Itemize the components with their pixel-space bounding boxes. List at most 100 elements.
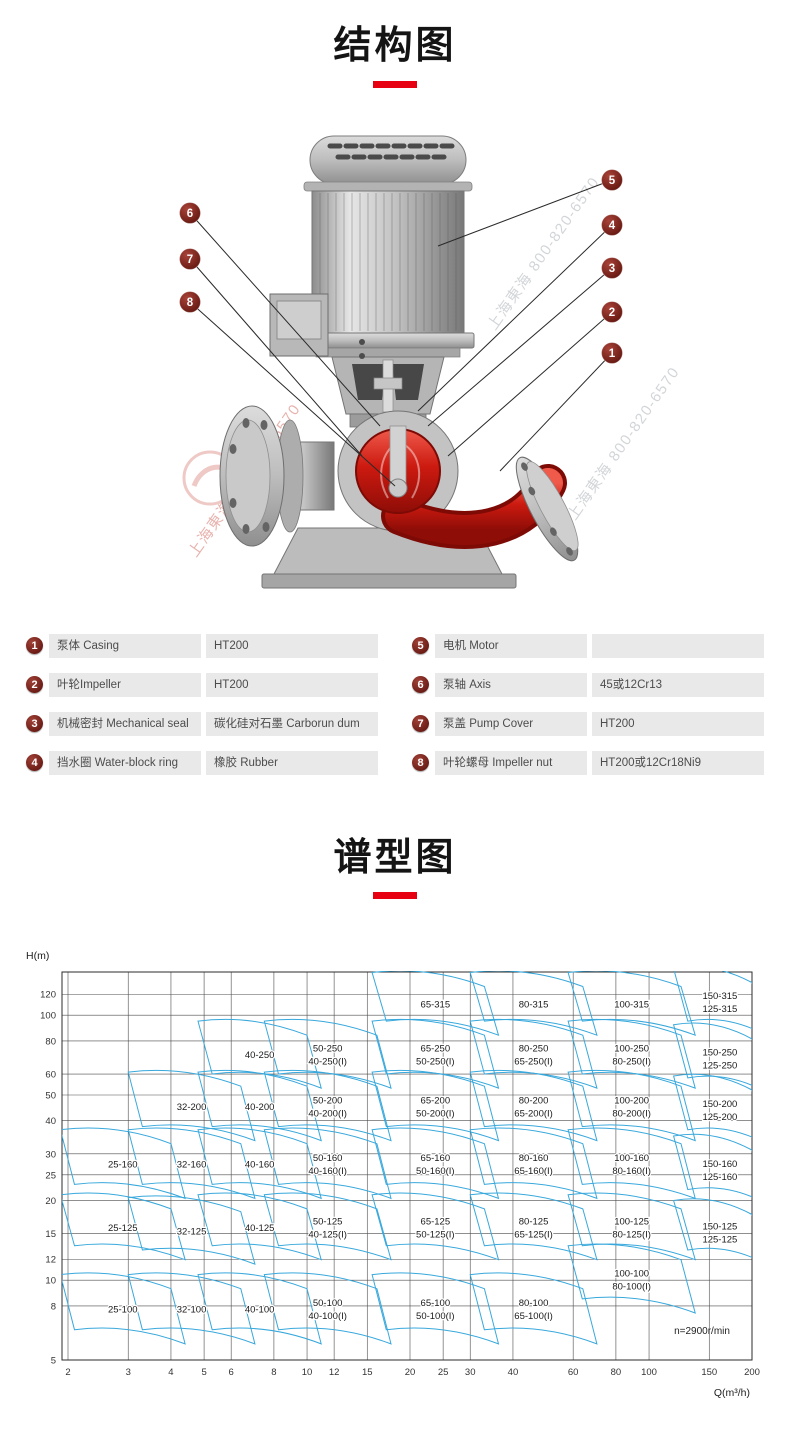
callout-number: 5 — [609, 175, 616, 187]
region-label: 32-125 — [177, 1227, 207, 1238]
callout-line — [427, 267, 613, 426]
structure-title: 结构图 — [333, 25, 457, 67]
region-label: 150-200 — [702, 1099, 737, 1110]
x-tick-label: 150 — [701, 1367, 717, 1378]
flange-bolt-holes — [229, 417, 270, 534]
part-label: 泵体 Casing — [49, 633, 201, 658]
region-outline — [672, 1134, 752, 1198]
x-tick-label: 100 — [641, 1367, 657, 1378]
pump-illustration: 上海東海 800-820-6570 上海東海 800-820-6570 上海東海… — [179, 135, 683, 589]
region-label: 80-200(I) — [612, 1109, 651, 1120]
x-tick-label: 60 — [568, 1367, 579, 1378]
region-label: 80-160 — [519, 1153, 549, 1164]
callout-circle — [179, 290, 201, 313]
part-number-badge: 1 — [26, 637, 43, 655]
part-number-badge: 7 — [412, 715, 429, 733]
region-label: 80-100 — [519, 1298, 549, 1309]
region-label: 50-200 — [313, 1096, 343, 1107]
y-tick-label: 30 — [45, 1149, 56, 1160]
region-label: 80-100(I) — [612, 1282, 651, 1293]
y-tick-label: 10 — [45, 1276, 56, 1287]
region-outline — [263, 1192, 392, 1261]
part-label: 泵盖 Pump Cover — [435, 711, 587, 736]
x-tick-label: 3 — [126, 1367, 131, 1378]
region-label: 125-125 — [702, 1234, 737, 1245]
y-tick-label: 20 — [45, 1196, 56, 1207]
x-tick-label: 200 — [744, 1367, 760, 1378]
region-label: 150-315 — [702, 991, 737, 1002]
region-label: 65-125 — [421, 1216, 451, 1227]
y-tick-label: 50 — [45, 1091, 56, 1102]
callout-line — [189, 212, 381, 426]
x-tick-label: 12 — [329, 1367, 340, 1378]
x-tick-label: 80 — [611, 1367, 622, 1378]
callout-line — [499, 352, 613, 471]
part-value: HT200 — [206, 633, 378, 658]
region-label: 40-160 — [245, 1160, 275, 1171]
callout-number: 8 — [187, 297, 194, 309]
x-tick-label: 15 — [362, 1367, 373, 1378]
y-tick-label: 60 — [45, 1070, 56, 1081]
x-tick-label: 4 — [168, 1367, 173, 1378]
region-label: 40-100 — [245, 1305, 275, 1316]
pump-body-drawing — [219, 135, 579, 589]
callout-circle — [601, 300, 623, 323]
region-label: 150-160 — [702, 1159, 737, 1170]
region-outline — [673, 971, 752, 1030]
callout-line — [189, 258, 363, 456]
region-outline — [469, 1127, 598, 1200]
region-label: 80-125 — [519, 1216, 549, 1227]
y-tick-label: 15 — [45, 1229, 56, 1240]
callout-circle — [601, 256, 623, 279]
callout-number: 6 — [187, 208, 193, 220]
region-outline — [263, 1019, 392, 1090]
region-label: 65-315 — [421, 1000, 451, 1011]
region-label: 125-250 — [702, 1061, 737, 1072]
region-label: 150-125 — [702, 1221, 737, 1232]
y-tick-label: 80 — [45, 1037, 56, 1048]
region-label: 65-200 — [421, 1096, 451, 1107]
region-outline — [371, 1192, 500, 1261]
region-outline — [62, 1272, 186, 1345]
region-outline — [263, 1272, 392, 1345]
pump-structure-figure: 上海東海 800-820-6570 上海東海 800-820-6570 上海東海… — [0, 126, 790, 626]
region-label: 80-125(I) — [612, 1229, 651, 1240]
region-outline — [469, 1070, 598, 1142]
region-label: 25-160 — [108, 1160, 138, 1171]
part-number-badge: 2 — [26, 676, 43, 694]
region-outline — [371, 1127, 500, 1200]
region-label: 100-125 — [614, 1216, 649, 1227]
region-outline — [469, 1272, 598, 1345]
structure-section: 结构图 — [0, 25, 790, 790]
y-tick-label: 8 — [51, 1302, 56, 1313]
region-label: 125-200 — [702, 1112, 737, 1123]
region-label: 65-250 — [421, 1044, 451, 1055]
region-label: 65-125(I) — [514, 1229, 553, 1240]
region-label: 100-200 — [614, 1096, 649, 1107]
part-number-badge: 4 — [26, 754, 43, 772]
region-label: 50-250 — [313, 1044, 343, 1055]
region-outline — [197, 1070, 322, 1142]
title-accent-bar — [373, 80, 417, 88]
region-label: 25-100 — [108, 1305, 138, 1316]
region-label: 40-160(I) — [308, 1166, 347, 1177]
region-label: 50-100(I) — [416, 1311, 455, 1322]
callout-number: 7 — [187, 254, 193, 266]
watermark-text: 上海東海 800-820-6570 — [484, 173, 603, 333]
region-label: 65-100 — [421, 1298, 451, 1309]
region-label: 50-100 — [313, 1298, 343, 1309]
part-value — [592, 633, 764, 658]
region-label: 40-250 — [245, 1050, 275, 1061]
part-number-badge: 5 — [412, 637, 429, 655]
x-tick-label: 2 — [65, 1367, 70, 1378]
callout-line — [417, 224, 613, 411]
